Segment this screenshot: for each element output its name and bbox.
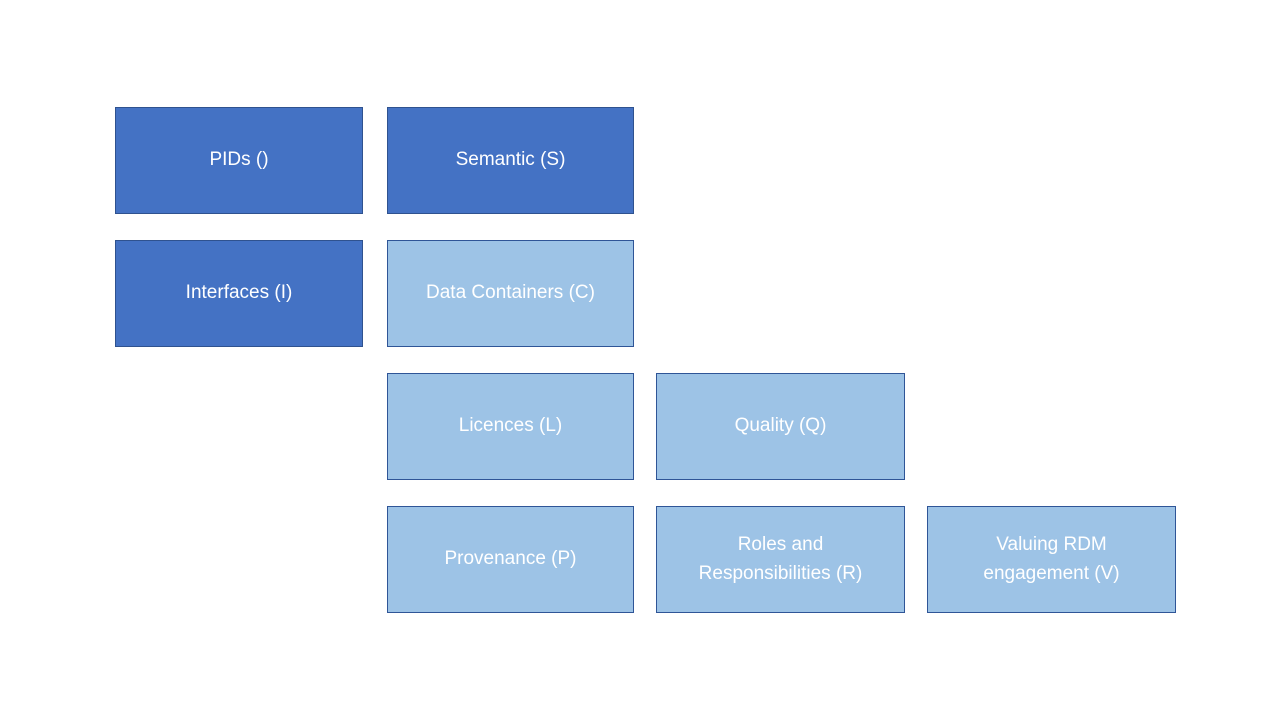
box-roles-responsibilities: Roles and Responsibilities (R): [656, 506, 905, 613]
box-provenance: Provenance (P): [387, 506, 634, 613]
box-roles-responsibilities-label: Roles and Responsibilities (R): [698, 533, 863, 584]
box-valuing-rdm: Valuing RDM engagement (V): [927, 506, 1176, 613]
box-interfaces-label: Interfaces (I): [185, 282, 293, 304]
box-interfaces: Interfaces (I): [115, 240, 363, 347]
box-data-containers-label: Data Containers (C): [426, 282, 595, 304]
box-licences: Licences (L): [387, 373, 634, 480]
box-licences-label: Licences (L): [458, 415, 563, 437]
box-valuing-rdm-label: Valuing RDM engagement (V): [983, 533, 1120, 584]
box-semantic: Semantic (S): [387, 107, 634, 214]
box-quality: Quality (Q): [656, 373, 905, 480]
box-semantic-label: Semantic (S): [455, 149, 566, 171]
box-pids: PIDs (): [115, 107, 363, 214]
box-data-containers: Data Containers (C): [387, 240, 634, 347]
box-pids-label: PIDs (): [209, 149, 269, 171]
box-provenance-label: Provenance (P): [444, 548, 577, 570]
box-quality-label: Quality (Q): [734, 415, 827, 437]
